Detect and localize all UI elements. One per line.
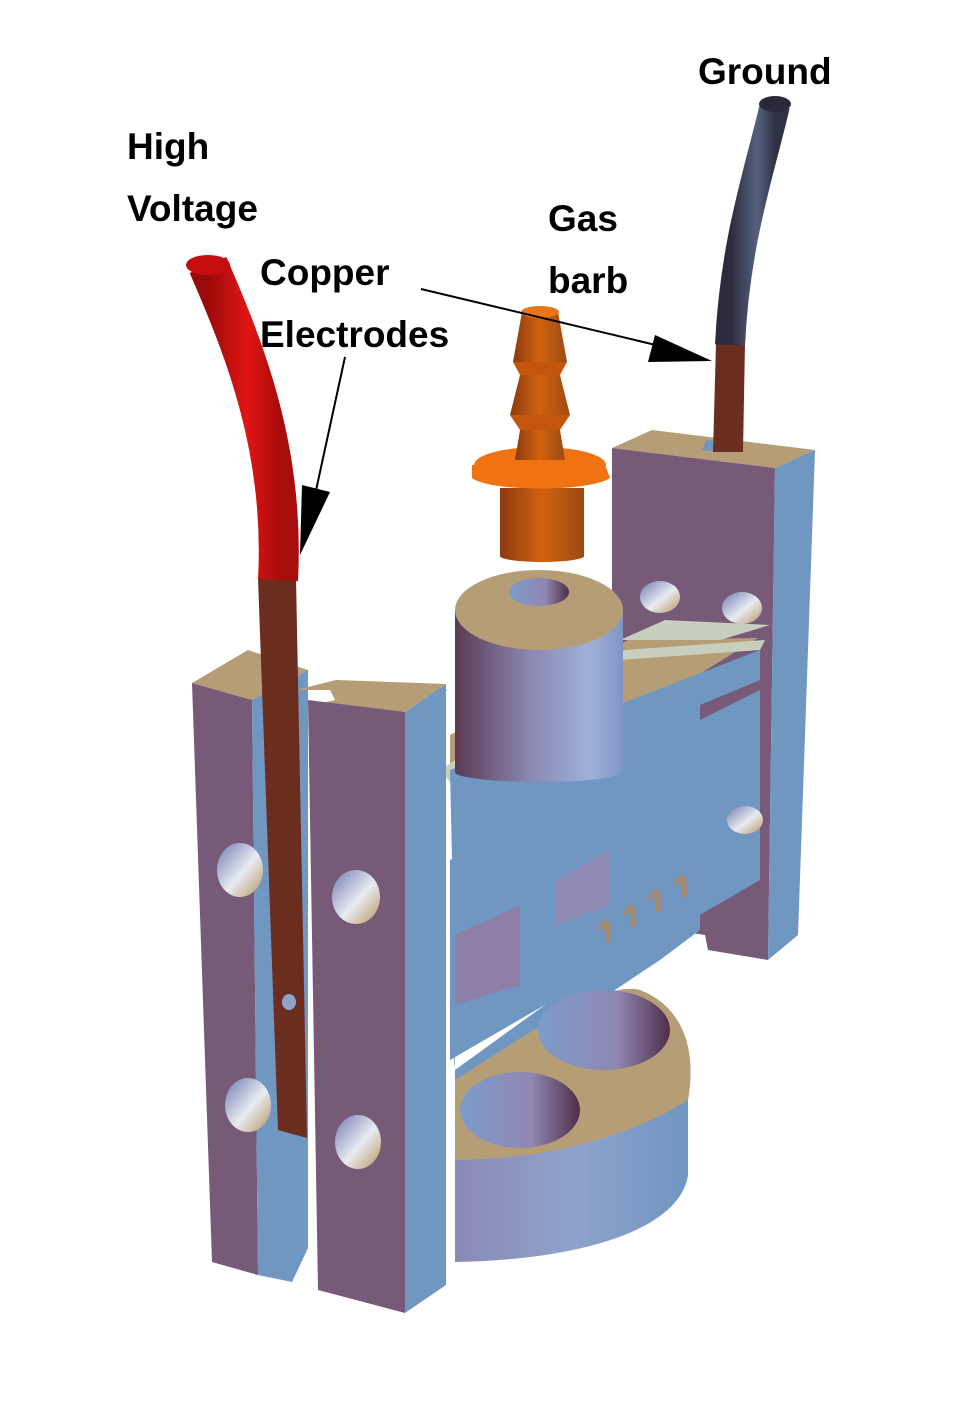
- high-voltage-label: High Voltage: [127, 116, 258, 240]
- ground-label-line-1: Ground: [698, 51, 832, 92]
- electrode-hole: [282, 994, 296, 1010]
- ground-copper-electrode: [713, 343, 745, 452]
- cylinder-spacer: [455, 570, 623, 782]
- high-voltage-label-line-2: Voltage: [127, 188, 258, 229]
- ground-plate-hole-3: [727, 806, 763, 834]
- hv-plate-hole-2: [332, 870, 380, 924]
- high-voltage-plate-right: [296, 680, 450, 1313]
- ground-wire: [715, 101, 790, 346]
- base-hole-back: [538, 990, 670, 1070]
- ground-wire-end: [759, 96, 791, 112]
- hv-plate-hole-4: [335, 1115, 381, 1169]
- copper-electrode-arrow-left: [300, 356, 346, 555]
- gas-barb-label: Gas barb: [548, 188, 628, 312]
- ground-plate-hole-1: [640, 581, 680, 613]
- ground-label: Ground: [698, 41, 832, 103]
- base-disc: [455, 988, 691, 1262]
- copper-electrodes-label: Copper Electrodes: [260, 242, 449, 366]
- high-voltage-label-line-1: High: [127, 126, 210, 167]
- gas-barb-fitting: [472, 306, 610, 562]
- gas-barb-label-line-2: barb: [548, 260, 629, 301]
- cylinder-bore: [509, 578, 569, 606]
- gas-barb-label-line-1: Gas: [548, 198, 618, 239]
- base-hole-front: [460, 1072, 580, 1148]
- copper-electrode-arrow-right: [420, 288, 712, 362]
- high-voltage-wire-end: [186, 255, 230, 275]
- high-voltage-wire: [189, 257, 299, 582]
- ground-plate-hole-2: [722, 592, 762, 624]
- hook-cutouts: [597, 874, 687, 943]
- copper-electrodes-label-line-1: Copper: [260, 252, 390, 293]
- hv-plate-hole-3: [225, 1078, 271, 1132]
- hv-plate-hole-1: [217, 843, 263, 897]
- copper-electrodes-label-line-2: Electrodes: [260, 314, 450, 355]
